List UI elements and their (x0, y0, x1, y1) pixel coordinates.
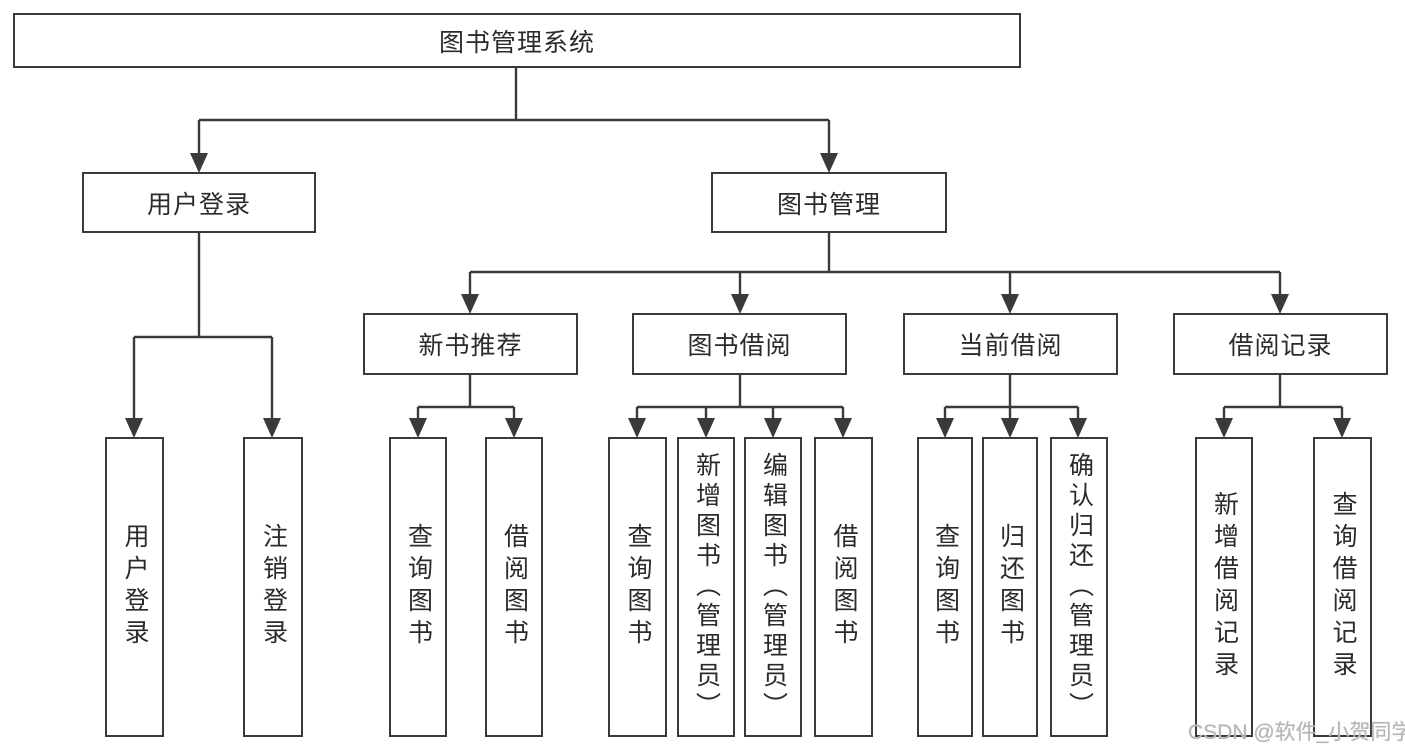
arrow-cb-return (1001, 418, 1019, 438)
leaf-return-books: 归还图书 (982, 437, 1038, 737)
connector-borrow-records (1222, 375, 1344, 420)
leaf-add-borrow-record: 新增借阅记录 (1195, 437, 1253, 737)
arrow-bb-query (628, 418, 646, 438)
node-root-system: 图书管理系统 (13, 13, 1021, 68)
arrow-to-book-borrow (731, 294, 749, 314)
arrow-to-login-leaf (125, 418, 143, 438)
arrow-nb-query (409, 418, 427, 438)
arrow-bb-borrow (834, 418, 852, 438)
arrow-to-borrow-records (1271, 294, 1289, 314)
connector-current-borrow (943, 375, 1080, 420)
arrow-cb-query (936, 418, 954, 438)
node-new-book-recommend: 新书推荐 (363, 313, 578, 375)
arrow-to-current-borrow (1001, 294, 1019, 314)
arrow-br-query (1333, 418, 1351, 438)
arrow-to-user-login (190, 153, 208, 173)
connector-book-borrow (635, 375, 845, 420)
connector-user-login (132, 233, 274, 420)
leaf-query-books-1: 查询图书 (389, 437, 447, 737)
node-book-borrowing: 图书借阅 (632, 313, 847, 375)
arrow-nb-borrow (505, 418, 523, 438)
node-book-management: 图书管理 (711, 172, 947, 233)
arrow-to-logout-leaf (263, 418, 281, 438)
node-user-login: 用户登录 (82, 172, 316, 233)
leaf-edit-books-admin: 编辑图书（管理员） (744, 437, 802, 737)
arrow-bb-edit (764, 418, 782, 438)
arrow-cb-confirm (1069, 418, 1087, 438)
connector-book-management (468, 233, 1282, 296)
leaf-add-books-admin: 新增图书（管理员） (677, 437, 735, 737)
connector-root (197, 68, 831, 156)
connector-new-book (416, 375, 516, 420)
leaf-user-login: 用户登录 (105, 437, 164, 737)
leaf-borrow-books-2: 借阅图书 (814, 437, 873, 737)
leaf-query-borrow-record: 查询借阅记录 (1313, 437, 1372, 737)
arrow-bb-add (697, 418, 715, 438)
leaf-logout: 注销登录 (243, 437, 303, 737)
leaf-borrow-books-1: 借阅图书 (485, 437, 543, 737)
node-borrow-records: 借阅记录 (1173, 313, 1388, 375)
node-current-borrowing: 当前借阅 (903, 313, 1118, 375)
leaf-query-books-2: 查询图书 (608, 437, 667, 737)
arrow-to-new-book (461, 294, 479, 314)
arrow-br-add (1215, 418, 1233, 438)
leaf-confirm-return-admin: 确认归还（管理员） (1050, 437, 1108, 737)
csdn-watermark: CSDN @软件_小贺同学 (1188, 721, 1405, 744)
arrow-to-book-management (820, 153, 838, 173)
leaf-query-books-3: 查询图书 (917, 437, 973, 737)
